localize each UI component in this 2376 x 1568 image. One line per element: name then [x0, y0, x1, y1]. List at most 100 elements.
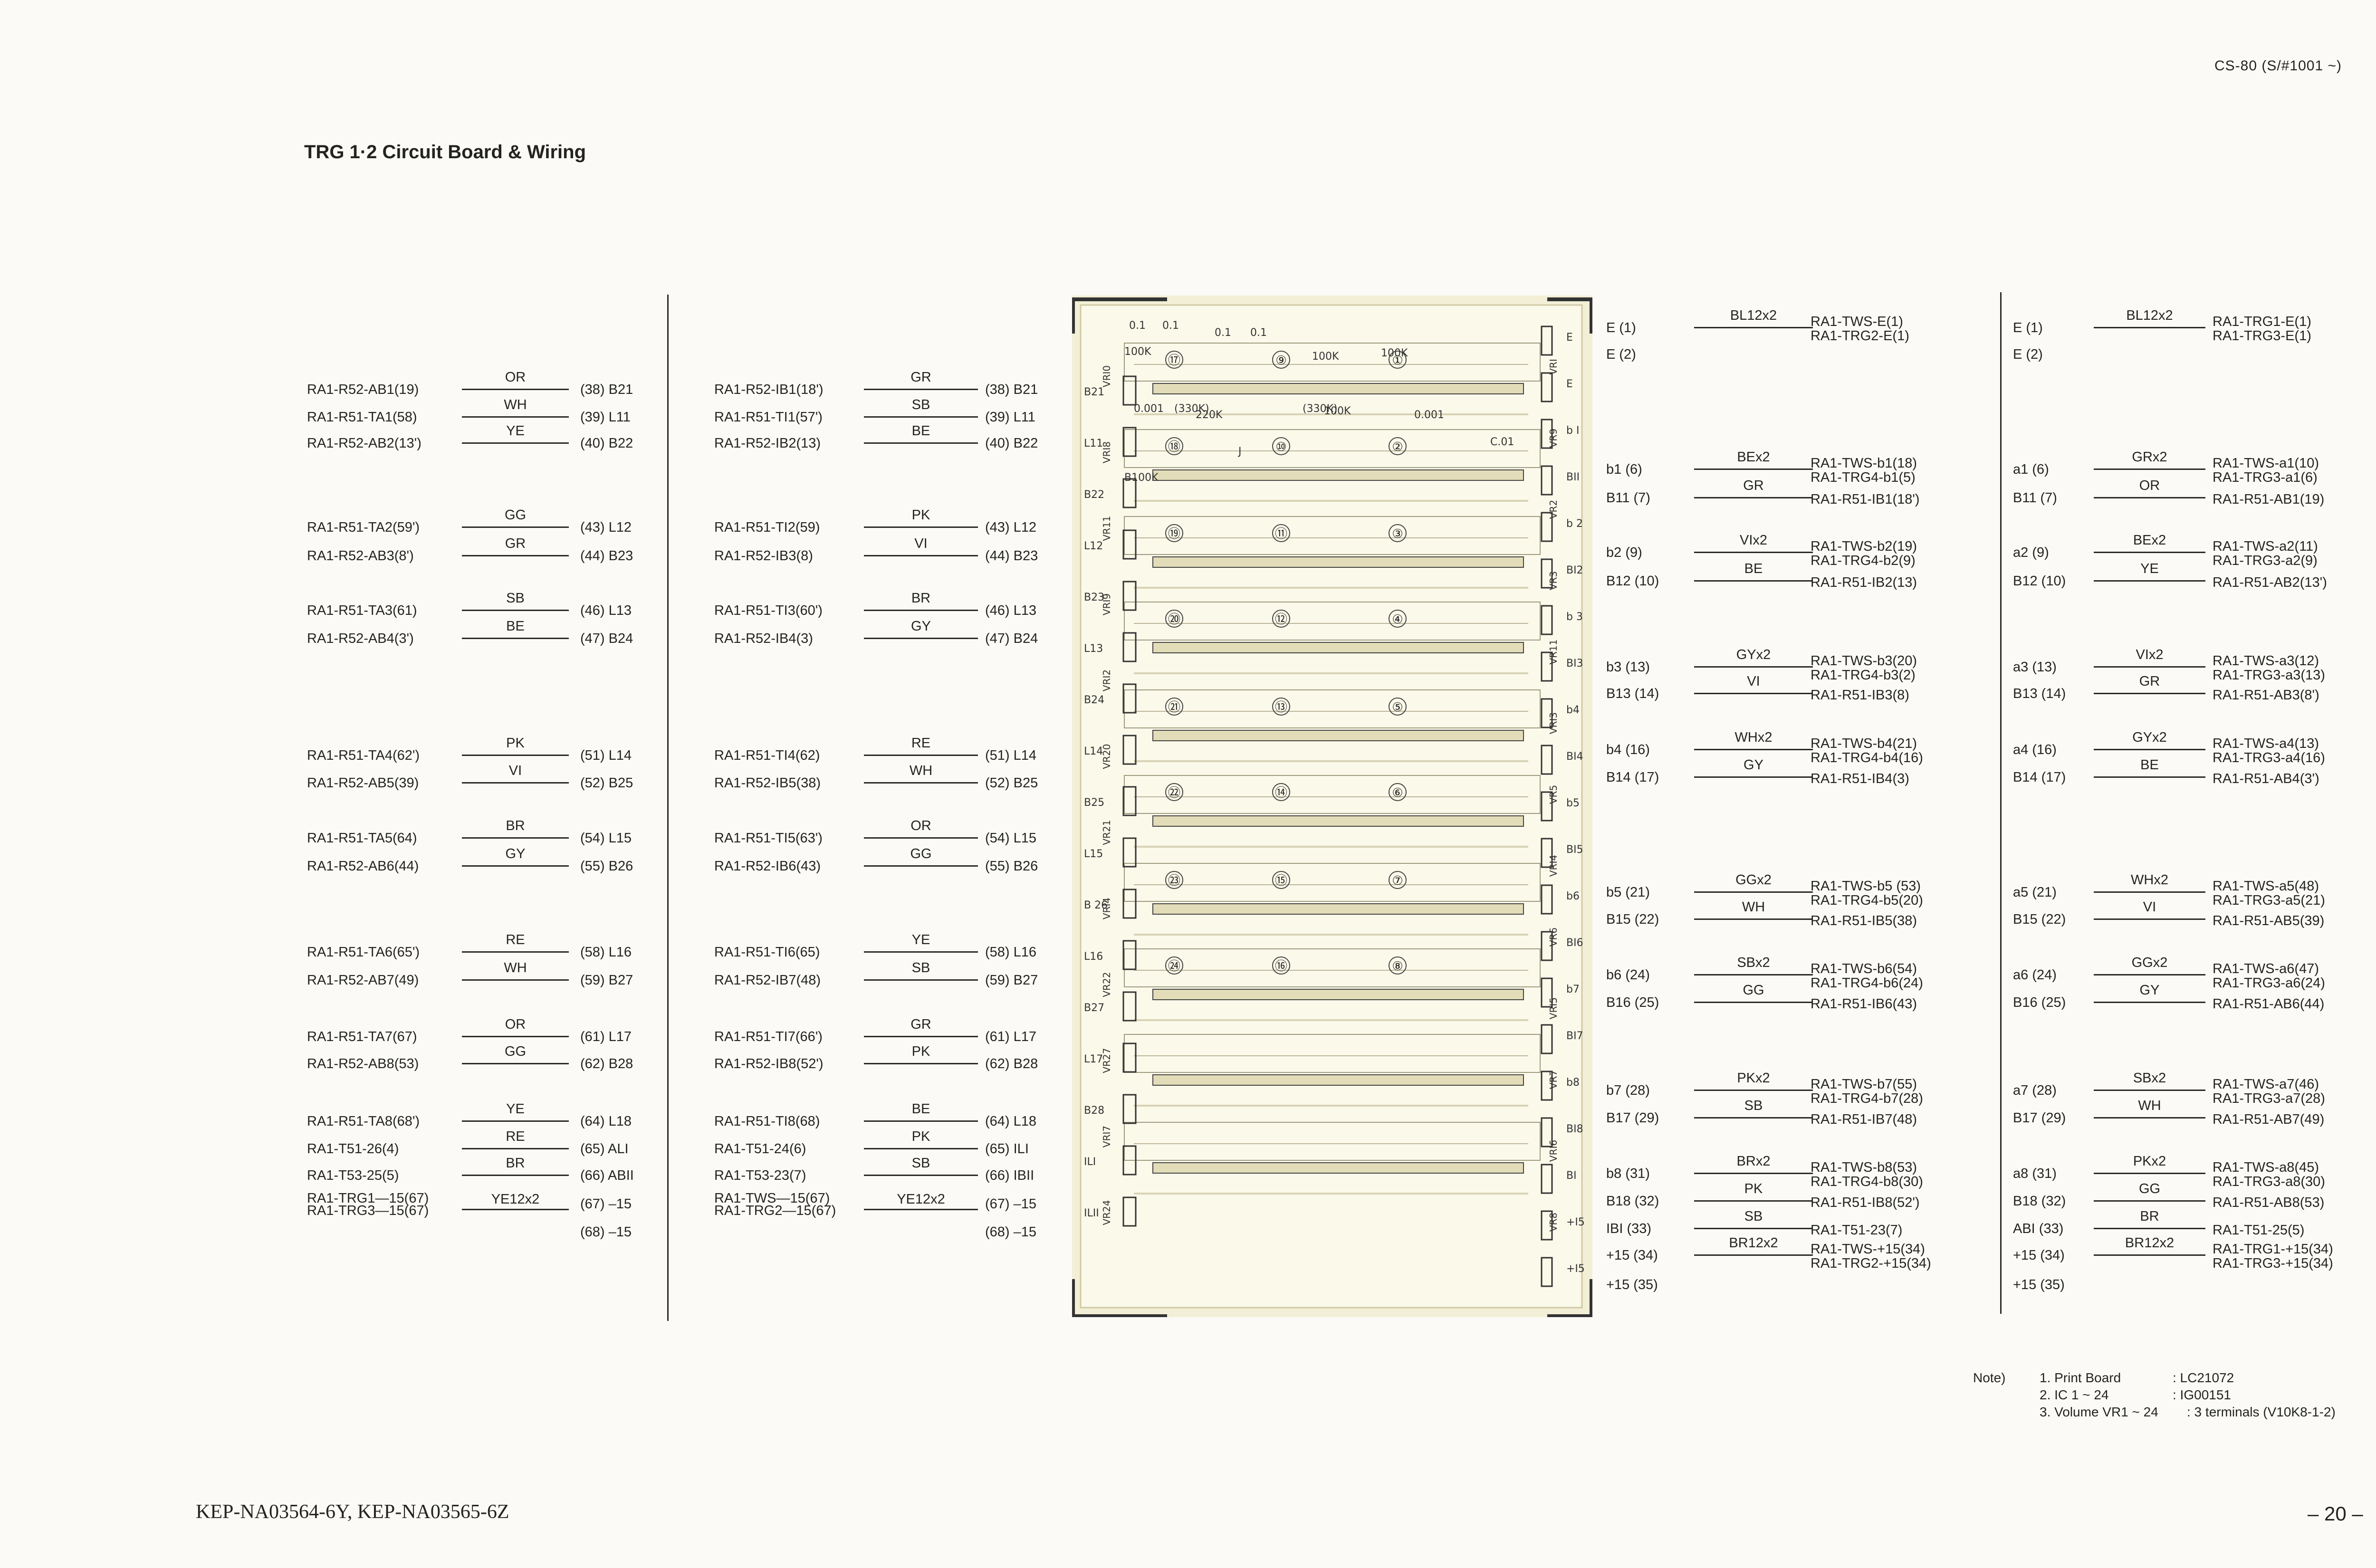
resistor-bar: [1152, 903, 1524, 915]
wire-destination: RA1-TWS-a8(45)RA1-TRG3-a8(30): [2213, 1160, 2325, 1189]
wire-destination: RA1-TWS-b2(19)RA1-TRG4-b2(9): [1811, 539, 1917, 568]
component-value: (330K): [1174, 403, 1209, 415]
vr-label-left: VR11: [1101, 516, 1112, 541]
ic-marker: [1165, 610, 1183, 628]
wire-line: [864, 389, 978, 390]
pin-terminal: [1541, 1117, 1553, 1147]
wire-line: [1694, 749, 1813, 750]
board-pin-left: B24: [1084, 694, 1104, 706]
wire-line: [462, 638, 569, 639]
wire-source: RA1-T53-25(5): [307, 1168, 399, 1183]
pin-terminal: [1122, 735, 1137, 765]
pin-terminal: [1541, 1071, 1553, 1101]
ic-label: ⑨: [1275, 354, 1286, 368]
destination-line: RA1-R51-AB6(44): [2213, 996, 2325, 1012]
wire-color: BRx2: [1736, 1154, 1771, 1169]
wire-color: BEx2: [1737, 449, 1770, 465]
note-key: 2. IC 1 ~ 24: [2040, 1387, 2109, 1402]
wire-source: RA1-R52-AB3(8'): [307, 548, 414, 564]
wire-source: RA1-TWS—15(67): [714, 1191, 830, 1206]
component-value: 100K: [1381, 347, 1408, 359]
wire-line: [462, 951, 569, 953]
wire-color: BE: [911, 423, 930, 439]
pin-terminal: [1541, 372, 1553, 402]
ic-label: ①: [1392, 354, 1403, 368]
wire-line: [2094, 1254, 2205, 1256]
pin-terminal: [1541, 838, 1553, 868]
ic-marker: [1389, 956, 1407, 975]
wire-color: WHx2: [1734, 730, 1772, 745]
pin-label: a5 (21): [2013, 885, 2057, 900]
wire-source: RA1-T53-23(7): [714, 1168, 806, 1183]
wire-color: GY: [2139, 983, 2160, 998]
ic-label: ⑬: [1275, 700, 1287, 715]
destination-line: RA1-R51-IB1(18'): [1811, 492, 1920, 507]
ic-row-frame: [1124, 1034, 1541, 1073]
wire-line: [2094, 552, 2205, 553]
component-value: (330K): [1303, 403, 1338, 415]
destination-line: RA1-R51-IB3(8): [1811, 688, 1909, 703]
wire-color: GG: [910, 846, 932, 861]
corner-mark: [1547, 1279, 1592, 1317]
destination-line: RA1-TRG1-E(1): [2213, 314, 2311, 329]
vr-label-right: VR5: [1548, 785, 1559, 804]
wire-source: RA1-R51-TI2(59): [714, 520, 820, 535]
destination-line: RA1-TWS-a4(13): [2213, 736, 2319, 751]
wire-destination: RA1-R51-IB8(52'): [1811, 1195, 1920, 1210]
destination-line: RA1-TWS-a2(11): [2213, 539, 2318, 554]
wire-destination: (40) B22: [985, 436, 1038, 451]
wire-color: WH: [2138, 1098, 2161, 1113]
ic-marker: [1389, 698, 1407, 716]
ic-marker: [1389, 871, 1407, 889]
pin-label: a4 (16): [2013, 742, 2057, 757]
wire-source: RA1-R52-AB8(53): [307, 1056, 419, 1071]
ic-row-frame: [1124, 689, 1541, 728]
board-pin-right: BII: [1566, 471, 1580, 483]
wire-destination: RA1-T51-25(5): [2213, 1223, 2304, 1237]
wire-color: SB: [1744, 1209, 1763, 1224]
wire-destination: RA1-R51-IB5(38): [1811, 914, 1917, 928]
wire-line: [2094, 1090, 2205, 1091]
wire-color: BL12x2: [1730, 308, 1777, 323]
pin-terminal: [1122, 1196, 1137, 1227]
board-pin-left: B21: [1084, 386, 1104, 398]
ic-row-frame: [1124, 1122, 1541, 1161]
pin-label: B14 (17): [2013, 770, 2066, 785]
wire-destination: RA1-TWS-a7(46)RA1-TRG3-a7(28): [2213, 1077, 2325, 1106]
wire-destination: (55) B26: [985, 859, 1038, 874]
pin-label: +15 (35): [1606, 1277, 1658, 1292]
board-pin-right: E: [1566, 332, 1573, 344]
vr-label-left: VRI8: [1101, 441, 1112, 463]
wire-color: VI: [1747, 674, 1760, 689]
wire-source: RA1-R52-IB3(8): [714, 548, 813, 564]
board-pin-left: B25: [1084, 797, 1104, 809]
wire-source: RA1-R51-TA8(68'): [307, 1114, 420, 1129]
destination-line: RA1-R51-IB5(38): [1811, 913, 1917, 928]
destination-line: RA1-R51-AB2(13'): [2213, 575, 2327, 590]
pin-terminal: [1541, 558, 1553, 589]
wire-source: RA1-R51-TA5(64): [307, 831, 417, 846]
wire-color: BR: [506, 818, 525, 833]
ic-marker: [1165, 437, 1183, 455]
wire-line: [2094, 918, 2205, 920]
pin-label: B15 (22): [2013, 912, 2066, 927]
wire-line: [462, 865, 569, 867]
resistor-bar: [1152, 1074, 1524, 1086]
destination-line: RA1-TRG3-a8(30): [2213, 1174, 2325, 1189]
pin-label: B16 (25): [2013, 995, 2066, 1010]
pin-label: E (2): [2013, 347, 2043, 362]
vr-label-right: VR11: [1548, 639, 1559, 664]
part-numbers: KEP-NA03564-6Y, KEP-NA03565-6Z: [196, 1501, 509, 1523]
board-pin-right: b 2: [1566, 518, 1583, 530]
vr-label-left: VRI0: [1101, 365, 1112, 387]
wire-line: [864, 755, 978, 756]
pin-terminal: [1122, 478, 1137, 508]
pin-terminal: [1541, 1210, 1553, 1241]
pin-label: E (1): [2013, 320, 2043, 335]
wire-line: [2094, 666, 2205, 668]
wire-color: BE: [2140, 757, 2159, 773]
wire-source: RA1-R51-TA7(67): [307, 1029, 417, 1044]
destination-line: RA1-TWS-b6(54): [1811, 961, 1917, 976]
ic-marker: [1272, 524, 1290, 542]
